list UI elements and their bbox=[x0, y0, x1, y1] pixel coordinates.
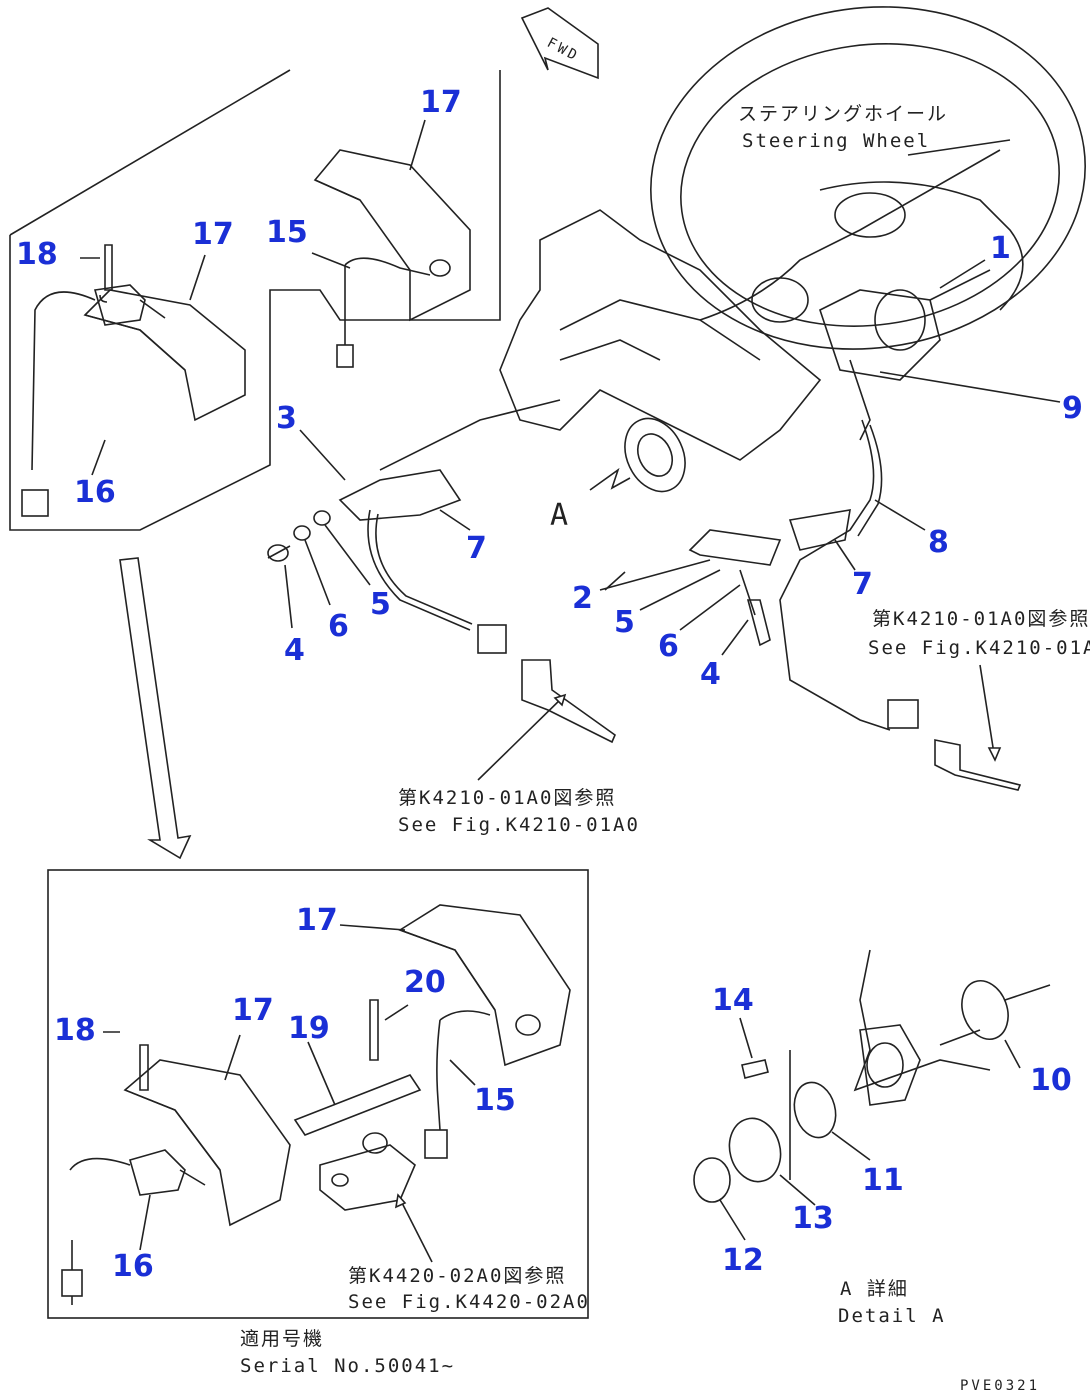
part-number-12: 12 bbox=[722, 1243, 764, 1278]
part-number-19: 19 bbox=[288, 1011, 330, 1046]
inset-border bbox=[9, 70, 501, 531]
cable-left bbox=[367, 509, 471, 631]
part-number-17-left: 17 bbox=[192, 217, 234, 252]
part-number-3: 3 bbox=[276, 401, 297, 436]
steering-leader bbox=[907, 139, 1011, 156]
steering-wheel-jp: ステアリングホイール bbox=[738, 103, 948, 125]
ref-center-jp: 第K4210-01A0図参照 bbox=[398, 787, 616, 809]
part-number-9: 9 bbox=[1062, 391, 1083, 426]
fastener-stack-left bbox=[267, 510, 331, 562]
detail-en: Detail A bbox=[838, 1305, 946, 1327]
part-number-16-upper: 16 bbox=[74, 475, 116, 510]
part-number-17-lower-left: 17 bbox=[232, 993, 274, 1028]
view-marker: A bbox=[550, 498, 570, 533]
part-number-6-right: 6 bbox=[658, 629, 679, 664]
fwd-arrow: FWD bbox=[520, 7, 599, 80]
cable-15-lower bbox=[436, 1019, 441, 1131]
bracket-17-lower-left bbox=[123, 1059, 291, 1227]
part-number-8: 8 bbox=[928, 525, 949, 560]
inset-lower bbox=[47, 869, 589, 1319]
connector-right bbox=[887, 699, 919, 729]
steering-wheel-en: Steering Wheel bbox=[742, 130, 930, 152]
mating-connector-left bbox=[521, 659, 616, 744]
part-number-15-upper: 15 bbox=[266, 215, 308, 250]
inset-arrow bbox=[119, 557, 192, 860]
cable-15-upper bbox=[344, 257, 431, 276]
column-switch bbox=[819, 269, 991, 441]
part-number-11: 11 bbox=[862, 1163, 904, 1198]
part-number-1: 1 bbox=[990, 231, 1011, 266]
mating-connector-right bbox=[934, 739, 1022, 791]
part-number-17-lower-right: 17 bbox=[296, 903, 338, 938]
part-number-10: 10 bbox=[1030, 1063, 1072, 1098]
part-number-18-upper: 18 bbox=[16, 237, 58, 272]
steering-column bbox=[499, 209, 822, 493]
inset-top-line bbox=[9, 69, 291, 236]
bolt-18-upper bbox=[104, 244, 113, 291]
part-number-18-lower: 18 bbox=[54, 1013, 96, 1048]
ref-top-right-jp: 第K4210-01A0図参照 bbox=[872, 608, 1090, 630]
clamp-7-right bbox=[788, 509, 851, 551]
leader-lines bbox=[80, 119, 1061, 1251]
ref-arrow-right bbox=[979, 664, 996, 761]
switch-16-upper bbox=[93, 284, 166, 326]
drawing-code: PVE0321 bbox=[960, 1378, 1040, 1394]
cable-16-upper bbox=[31, 291, 96, 471]
view-arrow bbox=[589, 467, 631, 491]
bracket-17-upper bbox=[313, 149, 471, 322]
part-number-5-right: 5 bbox=[614, 605, 635, 640]
steering-wheel bbox=[650, 6, 1086, 350]
ref-top-right-en: See Fig.K4210-01A0 bbox=[868, 637, 1090, 659]
part-number-4-left: 4 bbox=[284, 633, 305, 668]
part-number-15-lower: 15 bbox=[474, 1083, 516, 1118]
ref-bottom-jp: 第K4420-02A0図参照 bbox=[348, 1265, 566, 1287]
cable-8 bbox=[779, 419, 891, 731]
bolt-18-lower bbox=[139, 1044, 149, 1091]
part-number-4-right: 4 bbox=[700, 657, 721, 692]
ref-arrow-bottom bbox=[397, 1194, 433, 1263]
bracket-2 bbox=[688, 529, 782, 566]
ref-center-en: See Fig.K4210-01A0 bbox=[398, 814, 640, 836]
part-number-16-lower: 16 bbox=[112, 1249, 154, 1284]
detail-a-assembly bbox=[693, 949, 1051, 1203]
ref-arrow-center bbox=[477, 694, 566, 781]
part-number-7-right: 7 bbox=[852, 567, 873, 602]
part-number-7-left: 7 bbox=[466, 531, 487, 566]
part-number-5-left: 5 bbox=[370, 587, 391, 622]
part-number-17-upper: 17 bbox=[420, 85, 462, 120]
serial-en: Serial No.50041~ bbox=[240, 1355, 455, 1377]
plate-19 bbox=[293, 1074, 422, 1136]
bolt-20 bbox=[369, 999, 379, 1061]
bracket-17-lower-right bbox=[398, 904, 571, 1067]
detail-jp: A 詳細 bbox=[840, 1278, 909, 1300]
serial-jp: 適用号機 bbox=[240, 1328, 324, 1350]
connector-left bbox=[477, 624, 507, 654]
part-number-14: 14 bbox=[712, 983, 754, 1018]
switch-16-lower bbox=[129, 1149, 206, 1196]
part-number-20: 20 bbox=[404, 965, 446, 1000]
part-number-6-left: 6 bbox=[328, 609, 349, 644]
part-number-13: 13 bbox=[792, 1201, 834, 1236]
part-number-2: 2 bbox=[572, 581, 593, 616]
ref-bottom-en: See Fig.K4420-02A0 bbox=[348, 1291, 590, 1313]
clamp-7-left bbox=[338, 469, 462, 521]
bolt-4-right bbox=[746, 599, 771, 647]
bracket-17-left bbox=[83, 289, 246, 422]
